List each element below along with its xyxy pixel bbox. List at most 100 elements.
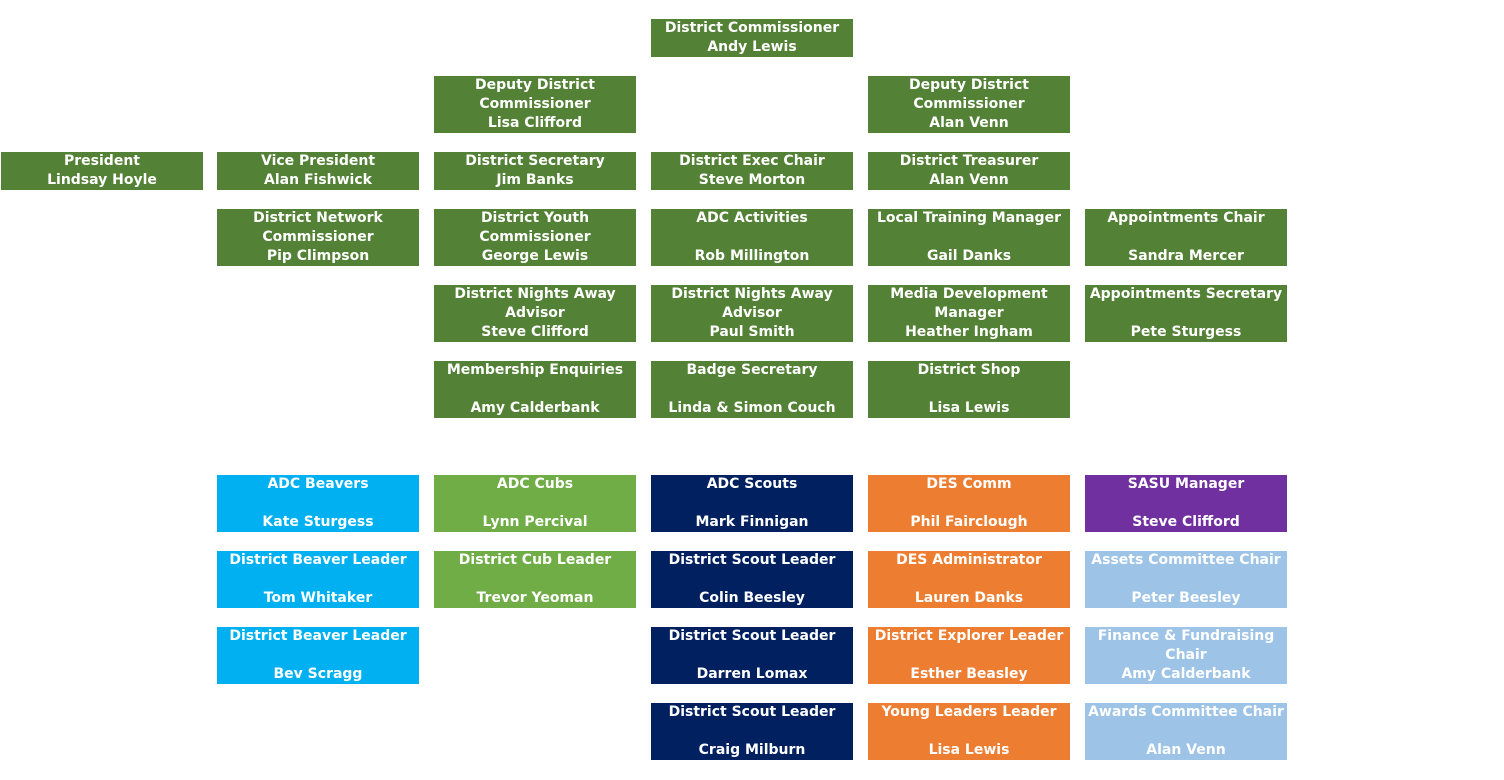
- box-name: Lindsay Hoyle: [47, 172, 157, 188]
- box-name: Steve Clifford: [1132, 514, 1240, 530]
- box-name: Darren Lomax: [696, 666, 808, 682]
- box-title: Deputy District Commissioner: [909, 77, 1029, 112]
- box-name: Alan Venn: [929, 115, 1009, 131]
- young-leaders-leader-box: Young Leaders Leader Lisa Lewis: [868, 703, 1070, 760]
- awards-committee-chair-box: Awards Committee Chair Alan Venn: [1085, 703, 1287, 760]
- finance-fundraising-chair-box: Finance & Fundraising Chair Amy Calderba…: [1085, 627, 1287, 684]
- appointments-chair-box: Appointments Chair Sandra Mercer: [1085, 209, 1287, 266]
- assets-committee-chair-box: Assets Committee Chair Peter Beesley: [1085, 551, 1287, 608]
- adc-scouts-box: ADC Scouts Mark Finnigan: [651, 475, 853, 532]
- district-explorer-leader-box: District Explorer Leader Esther Beasley: [868, 627, 1070, 684]
- box-name: Alan Fishwick: [264, 172, 372, 188]
- box-title: District Scout Leader: [668, 628, 836, 644]
- box-title: Appointments Secretary: [1089, 286, 1283, 302]
- box-title: President: [64, 153, 140, 169]
- des-comm-box: DES Comm Phil Fairclough: [868, 475, 1070, 532]
- district-treasurer-box: District Treasurer Alan Venn: [868, 152, 1070, 190]
- box-name: Lisa Lewis: [928, 742, 1010, 758]
- box-title: District Secretary: [465, 153, 605, 169]
- box-title: ADC Cubs: [496, 476, 574, 492]
- district-scout-leader-box-2: District Scout Leader Darren Lomax: [651, 627, 853, 684]
- district-nights-away-advisor-box-1: District Nights Away Advisor Steve Cliff…: [434, 285, 636, 342]
- box-name: Linda & Simon Couch: [668, 400, 836, 416]
- box-title: Appointments Chair: [1107, 210, 1265, 226]
- box-name: Andy Lewis: [707, 39, 797, 55]
- box-title: District Nights Away Advisor: [671, 286, 833, 321]
- box-title: DES Comm: [926, 476, 1012, 492]
- district-scout-leader-box-1: District Scout Leader Colin Beesley: [651, 551, 853, 608]
- box-title: ADC Beavers: [267, 476, 369, 492]
- box-name: Lisa Clifford: [487, 115, 583, 131]
- box-title: Badge Secretary: [686, 362, 818, 378]
- district-commissioner-box: District Commissioner Andy Lewis: [651, 19, 853, 57]
- box-name: Pip Climpson: [266, 248, 370, 264]
- box-title: ADC Activities: [696, 210, 808, 226]
- badge-secretary-box: Badge Secretary Linda & Simon Couch: [651, 361, 853, 418]
- box-name: Sandra Mercer: [1128, 248, 1244, 264]
- box-name: Lauren Danks: [914, 590, 1024, 606]
- box-name: Alan Venn: [1146, 742, 1226, 758]
- appointments-secretary-box: Appointments Secretary Pete Sturgess: [1085, 285, 1287, 342]
- box-name: Phil Fairclough: [910, 514, 1028, 530]
- media-development-manager-box: Media Development Manager Heather Ingham: [868, 285, 1070, 342]
- box-title: District Beaver Leader: [229, 552, 407, 568]
- box-title: District Explorer Leader: [874, 628, 1064, 644]
- membership-enquiries-box: Membership Enquiries Amy Calderbank: [434, 361, 636, 418]
- box-title: Vice President: [260, 153, 376, 169]
- box-name: Lisa Lewis: [928, 400, 1010, 416]
- box-title: District Scout Leader: [668, 552, 836, 568]
- sasu-manager-box: SASU Manager Steve Clifford: [1085, 475, 1287, 532]
- district-secretary-box: District Secretary Jim Banks: [434, 152, 636, 190]
- box-title: District Commissioner: [664, 20, 840, 36]
- box-name: Tom Whitaker: [263, 590, 373, 606]
- box-name: Mark Finnigan: [695, 514, 809, 530]
- box-name: Rob Millington: [694, 248, 810, 264]
- district-beaver-leader-box-1: District Beaver Leader Tom Whitaker: [217, 551, 419, 608]
- box-title: District Nights Away Advisor: [454, 286, 616, 321]
- box-title: District Cub Leader: [458, 552, 612, 568]
- box-title: District Scout Leader: [668, 704, 836, 720]
- district-cub-leader-box: District Cub Leader Trevor Yeoman: [434, 551, 636, 608]
- des-administrator-box: DES Administrator Lauren Danks: [868, 551, 1070, 608]
- box-name: Amy Calderbank: [1121, 666, 1251, 682]
- box-title: DES Administrator: [896, 552, 1042, 568]
- box-name: Kate Sturgess: [262, 514, 374, 530]
- box-title: Deputy District Commissioner: [475, 77, 595, 112]
- box-title: District Shop: [917, 362, 1021, 378]
- adc-beavers-box: ADC Beavers Kate Sturgess: [217, 475, 419, 532]
- box-title: Young Leaders Leader: [881, 704, 1057, 720]
- box-name: Pete Sturgess: [1130, 324, 1242, 340]
- box-name: Amy Calderbank: [470, 400, 600, 416]
- district-scout-leader-box-3: District Scout Leader Craig Milburn: [651, 703, 853, 760]
- district-nights-away-advisor-box-2: District Nights Away Advisor Paul Smith: [651, 285, 853, 342]
- box-name: Jim Banks: [496, 172, 574, 188]
- box-name: Alan Venn: [929, 172, 1009, 188]
- box-name: Esther Beasley: [910, 666, 1028, 682]
- box-title: SASU Manager: [1127, 476, 1245, 492]
- box-name: Peter Beesley: [1131, 590, 1241, 606]
- deputy-district-commissioner-box-2: Deputy District Commissioner Alan Venn: [868, 76, 1070, 133]
- local-training-manager-box: Local Training Manager Gail Danks: [868, 209, 1070, 266]
- box-title: Awards Committee Chair: [1088, 704, 1284, 720]
- box-title: ADC Scouts: [706, 476, 798, 492]
- box-title: District Exec Chair: [679, 153, 825, 169]
- district-network-commissioner-box: District Network Commissioner Pip Climps…: [217, 209, 419, 266]
- president-box: President Lindsay Hoyle: [1, 152, 203, 190]
- district-youth-commissioner-box: District Youth Commissioner George Lewis: [434, 209, 636, 266]
- adc-cubs-box: ADC Cubs Lynn Percival: [434, 475, 636, 532]
- box-name: Lynn Percival: [482, 514, 588, 530]
- adc-activities-box: ADC Activities Rob Millington: [651, 209, 853, 266]
- district-exec-chair-box: District Exec Chair Steve Morton: [651, 152, 853, 190]
- vice-president-box: Vice President Alan Fishwick: [217, 152, 419, 190]
- box-title: District Network Commissioner: [253, 210, 383, 245]
- box-name: Bev Scragg: [273, 666, 363, 682]
- box-title: Assets Committee Chair: [1091, 552, 1281, 568]
- box-title: Membership Enquiries: [446, 362, 624, 378]
- box-name: Colin Beesley: [699, 590, 805, 606]
- box-title: Media Development Manager: [890, 286, 1048, 321]
- district-shop-box: District Shop Lisa Lewis: [868, 361, 1070, 418]
- box-name: Steve Morton: [698, 172, 806, 188]
- box-title: Finance & Fundraising Chair: [1097, 628, 1275, 663]
- box-name: George Lewis: [481, 248, 589, 264]
- box-name: Paul Smith: [709, 324, 795, 340]
